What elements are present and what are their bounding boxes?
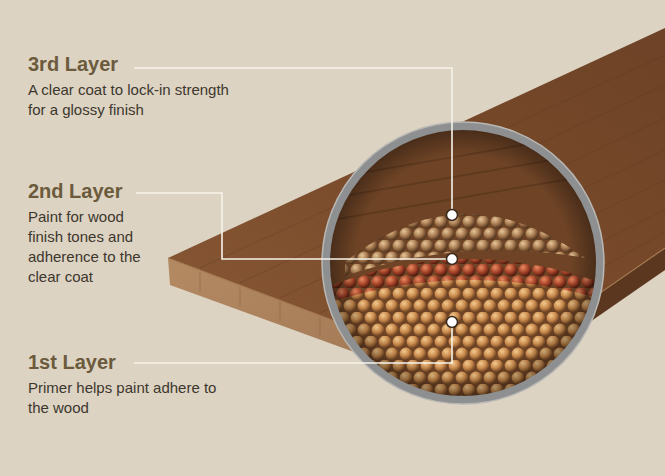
layer-heading: 1st Layer [28,350,116,374]
leader-lines [134,68,452,363]
layer-description: Paint for wood finish tones and adherenc… [28,207,156,287]
leader-dots [447,210,458,328]
layer-heading: 2nd Layer [28,179,122,203]
layer-heading: 3rd Layer [28,52,118,76]
magnifier-lens [320,120,610,410]
layer-description: Primer helps paint adhere to the wood [28,378,228,418]
layer-description: A clear coat to lock-in strength for a g… [28,80,243,120]
